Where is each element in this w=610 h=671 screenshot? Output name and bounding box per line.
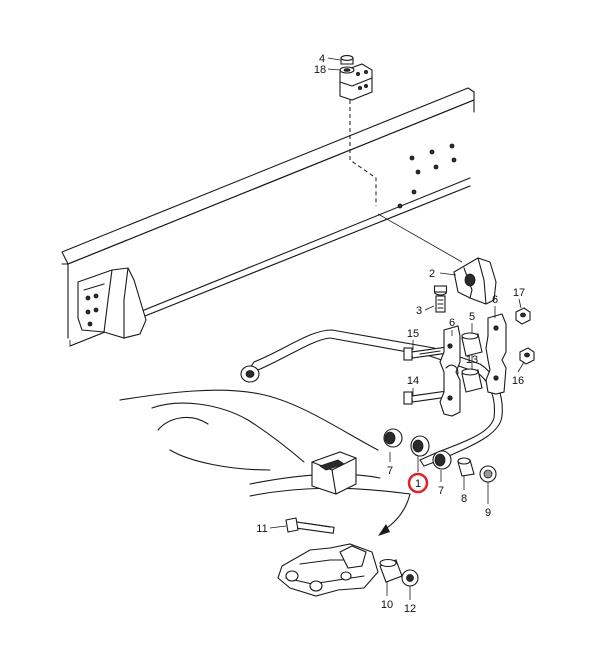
nut-12 [401,569,419,587]
washer-9 [479,465,497,483]
bushing-13 [461,368,483,393]
reference-arrowhead [378,524,390,536]
callout-15[interactable]: 15 [407,328,419,340]
callout-11[interactable]: 11 [256,523,267,535]
callout-7-right[interactable]: 7 [438,485,444,497]
stabilizer-mount-bracket [453,257,497,305]
bolt-11 [285,517,335,534]
sleeve-10 [379,558,403,583]
nut-16 [519,347,535,365]
sleeve-8 [457,457,475,477]
stabilizer-bar [240,329,503,467]
reference-arrow [383,493,411,531]
bushing-1 [410,435,430,457]
bolt-15 [403,346,447,361]
bushing-7-left [383,428,403,448]
callout-17[interactable]: 17 [513,287,525,299]
clamp-6-right [485,313,507,395]
lower-mounting-bracket [277,543,379,597]
nut-17 [515,307,531,325]
callout-5[interactable]: 5 [469,311,475,323]
callout-14[interactable]: 14 [407,375,419,387]
callout-labels: 1 2 3 4 5 6 6 7 7 8 9 10 11 12 13 14 15 … [256,53,525,615]
spring-hanger-bracket [77,267,147,339]
callout-9[interactable]: 9 [485,507,491,519]
highlight-ring [407,472,429,494]
leader-lines [269,57,525,600]
callout-6-left[interactable]: 6 [449,317,455,329]
callout-8[interactable]: 8 [461,493,467,505]
callout-12[interactable]: 12 [404,603,416,615]
bushing-7-right [432,450,452,470]
callout-6-right[interactable]: 6 [492,294,498,306]
callout-4[interactable]: 4 [319,53,325,65]
rail-holes [397,143,457,209]
bolt-3 [433,285,448,313]
top-mounting-bracket [339,55,373,101]
callout-2[interactable]: 2 [429,268,435,280]
axle-assembly [119,389,411,497]
callout-1[interactable]: 1 [415,478,421,490]
callout-7-left[interactable]: 7 [387,465,393,477]
callout-16[interactable]: 16 [512,375,524,387]
callout-10[interactable]: 10 [381,599,393,611]
callout-18[interactable]: 18 [314,64,326,76]
callout-3[interactable]: 3 [416,305,422,317]
bushing-5 [461,332,483,357]
clamp-6-left [439,325,461,417]
callout-13[interactable]: 13 [466,354,478,366]
